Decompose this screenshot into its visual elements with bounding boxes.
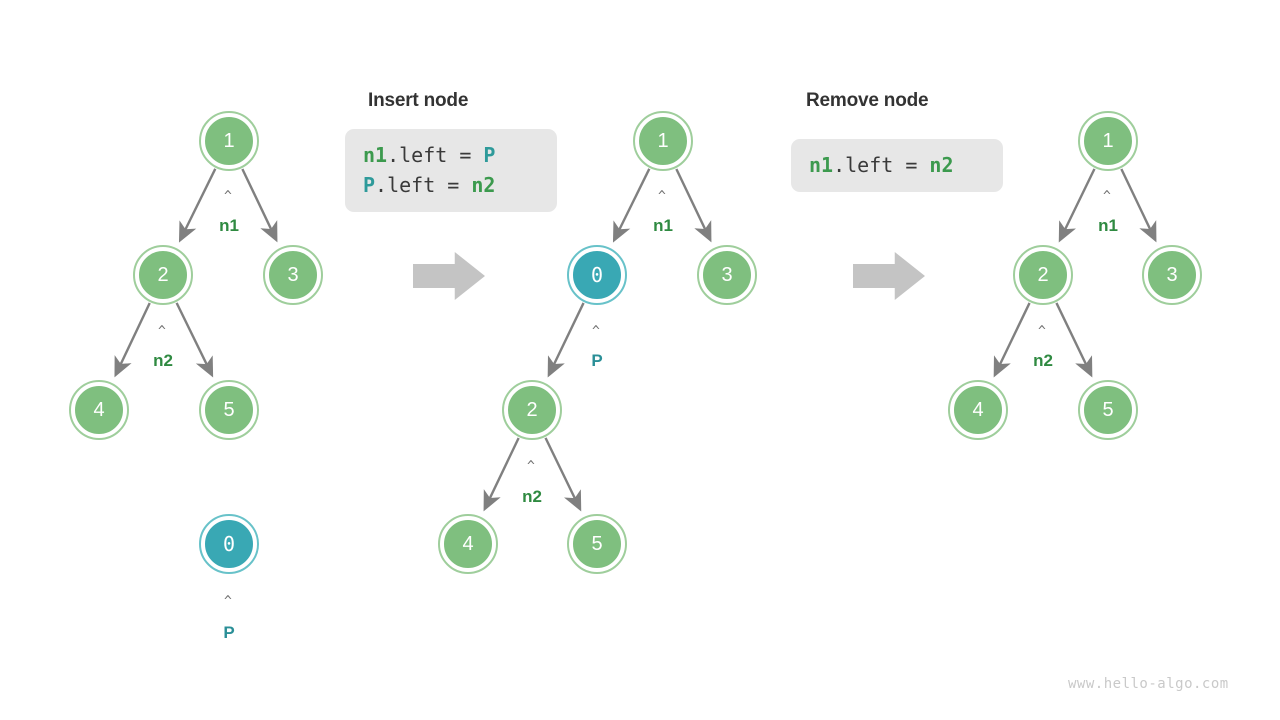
- tree-node-value: 1: [1102, 129, 1114, 152]
- tree-node-3: 3: [263, 245, 323, 305]
- code-line: P.left = n2: [363, 170, 539, 200]
- code-token: n2: [471, 173, 496, 197]
- pointer-caret-icon: ^: [527, 459, 535, 474]
- pointer-caret-icon: ^: [158, 324, 166, 339]
- code-box-remove: n1.left = n2: [791, 139, 1003, 192]
- code-token: P: [483, 143, 496, 167]
- tree-node-value: 4: [462, 532, 474, 555]
- tree-node-value: 4: [93, 398, 105, 421]
- tree-node-0: 0: [567, 245, 627, 305]
- tree-node-1: 1: [1078, 111, 1138, 171]
- tree-node-value: 3: [1166, 263, 1178, 286]
- code-line: n1.left = n2: [809, 150, 985, 180]
- tree-node-3: 3: [1142, 245, 1202, 305]
- pointer-n1: n1: [1098, 216, 1118, 235]
- tree-node-value: 2: [157, 263, 169, 286]
- tree-node-value: 3: [287, 263, 299, 286]
- watermark: www.hello-algo.com: [1068, 676, 1229, 692]
- tree-node-5: 5: [1078, 380, 1138, 440]
- block-arrow-remove: [853, 252, 925, 300]
- pointer-caret-icon: ^: [1038, 324, 1046, 339]
- code-token: n1: [809, 153, 834, 177]
- pointer-p: P: [223, 623, 235, 642]
- code-token: n2: [929, 153, 954, 177]
- pointer-caret-icon: ^: [1103, 189, 1111, 204]
- tree-node-value: 2: [1037, 263, 1049, 286]
- code-token: .left =: [833, 153, 930, 177]
- panel-heading-insert: Insert node: [368, 90, 469, 111]
- panel-heading-remove: Remove node: [806, 90, 929, 111]
- tree-node-1: 1: [199, 111, 259, 171]
- tree-node-0: 0: [199, 514, 259, 574]
- pointer-n1: n1: [653, 216, 673, 235]
- tree-node-value: 3: [721, 263, 733, 286]
- tree-node-4: 4: [948, 380, 1008, 440]
- tree-node-2: 2: [133, 245, 193, 305]
- tree-node-value: 5: [1102, 398, 1114, 421]
- code-token: .left =: [387, 143, 484, 167]
- tree-node-2: 2: [502, 380, 562, 440]
- pointer-n2: n2: [522, 487, 542, 506]
- pointer-n2: n2: [153, 351, 173, 370]
- code-token: .left =: [375, 173, 472, 197]
- tree-node-value: 4: [972, 398, 984, 421]
- code-line: n1.left = P: [363, 140, 539, 170]
- tree-node-4: 4: [438, 514, 498, 574]
- tree-node-value: 0: [222, 532, 236, 556]
- tree-node-5: 5: [199, 380, 259, 440]
- tree-node-value: 5: [223, 398, 235, 421]
- tree-node-1: 1: [633, 111, 693, 171]
- pointer-caret-icon: ^: [224, 189, 232, 204]
- block-arrow-insert: [413, 252, 485, 300]
- pointer-caret-icon: ^: [658, 189, 666, 204]
- pointer-n1: n1: [219, 216, 239, 235]
- tree-node-value: 0: [590, 263, 604, 287]
- tree-node-value: 1: [657, 129, 669, 152]
- tree-node-5: 5: [567, 514, 627, 574]
- tree-node-value: 1: [223, 129, 235, 152]
- code-token: P: [363, 173, 376, 197]
- pointer-p: P: [591, 351, 603, 370]
- tree-node-value: 5: [591, 532, 603, 555]
- pointer-n2: n2: [1033, 351, 1053, 370]
- code-token: n1: [363, 143, 388, 167]
- tree-node-4: 4: [69, 380, 129, 440]
- pointer-caret-icon: ^: [592, 324, 600, 339]
- pointer-caret-icon: ^: [224, 594, 232, 609]
- tree-node-2: 2: [1013, 245, 1073, 305]
- tree-node-3: 3: [697, 245, 757, 305]
- tree-node-value: 2: [526, 398, 538, 421]
